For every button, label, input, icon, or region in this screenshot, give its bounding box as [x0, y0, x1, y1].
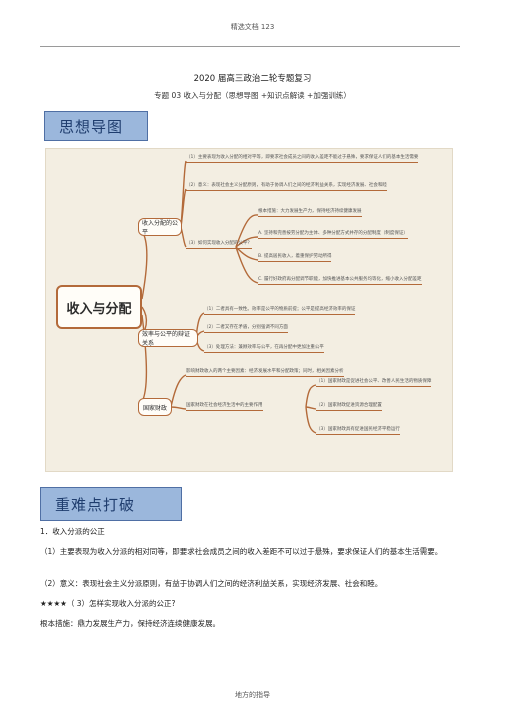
body-paragraph: （2）意义：表现社会主义分派原则，有益于协调人们之间的经济利益关系，实现经济发展…	[40, 579, 383, 588]
body-paragraph-question: ★★★★（ 3）怎样实现收入分派的公正?	[40, 599, 176, 608]
mindmap-leaf: （2）意义：表现社会主义分配原则，有助于协调人们之间的经济利益关系，实现经济发展…	[186, 183, 387, 191]
document-title: 2020 届高三政治二轮专题复习	[193, 74, 312, 84]
mindmap-branch-efficiency: 效率与公平的辩证关系	[138, 329, 198, 347]
body-paragraph-heading: 1．收入分派的公正	[40, 527, 105, 536]
mindmap-leaf: （2）国家财政促进资源合理配置	[316, 403, 382, 411]
mindmap-branch-fairness: 收入分配的公平	[138, 218, 182, 236]
mindmap-leaf: （1）主要表现为收入分配的相对平等，即要求社会成员之间的收入差距不能过于悬殊，要…	[186, 155, 419, 163]
mindmap-leaf: （3）如何实现收入分配的公平？	[186, 241, 252, 249]
mindmap-root-node: 收入与分配	[56, 285, 142, 329]
page-footer: 地方的指导	[235, 691, 270, 699]
body-paragraph: （1）主要表现为收入分派的相对同等，即要求社会成员之间的收入差距不可以过于悬殊，…	[40, 547, 443, 556]
mindmap-leaf: 影响财政收入的两个主要因素：经济发展水平和分配政策；同时，相关因素分析	[186, 369, 344, 377]
mindmap-leaf: 根本措施：大力发展生产力，保持经济持续健康发展	[258, 209, 362, 217]
mindmap-leaf: （1）国家财政是促进社会公平、改善人民生活的物质保障	[316, 379, 432, 387]
mindmap-leaf: （3）国家财政具有促进国民经济平稳运行	[316, 427, 400, 435]
mindmap-leaf: （2）二者又存在矛盾，分别强调不同方面	[204, 325, 288, 333]
mindmap-leaf: C. 履行好政府再分配调节职能，加快推进基本公共服务均等化，缩小收入分配差距	[258, 277, 422, 285]
document-subtitle: 专题 03 收入与分配（思想导图 +知识点解读 +加强训练）	[154, 91, 351, 100]
page-header: 精选文档 123	[230, 23, 275, 31]
mindmap-leaf: A. 坚持和完善按劳分配为主体、多种分配方式并存的分配制度（制度保证）	[258, 231, 408, 239]
mindmap-leaf: （1）二者具有一致性。效率是公平的物质前提；公平是提高经济效率的保证	[204, 307, 356, 315]
mindmap-leaf: 国家财政在社会经济生活中的主要作用	[186, 403, 263, 411]
mindmap-leaf: （3）处理方法：兼顾效率与公平，在再分配中更加注重公平	[204, 345, 324, 353]
body-paragraph: 根本措施：鼎力发展生产力，保持经济连续健康发展。	[40, 619, 220, 628]
header-divider	[40, 46, 460, 47]
section-banner-mindmap: 思想导图	[44, 111, 148, 141]
section-banner-keypoints: 重难点打破	[40, 487, 182, 521]
mindmap-leaf: B. 提高居民收入，着重保护劳动所得	[258, 254, 332, 262]
mindmap-branch-finance: 国家财政	[138, 398, 172, 416]
mindmap-figure: 收入与分配 收入分配的公平 效率与公平的辩证关系 国家财政 （1）主要表现为收入…	[45, 148, 453, 472]
